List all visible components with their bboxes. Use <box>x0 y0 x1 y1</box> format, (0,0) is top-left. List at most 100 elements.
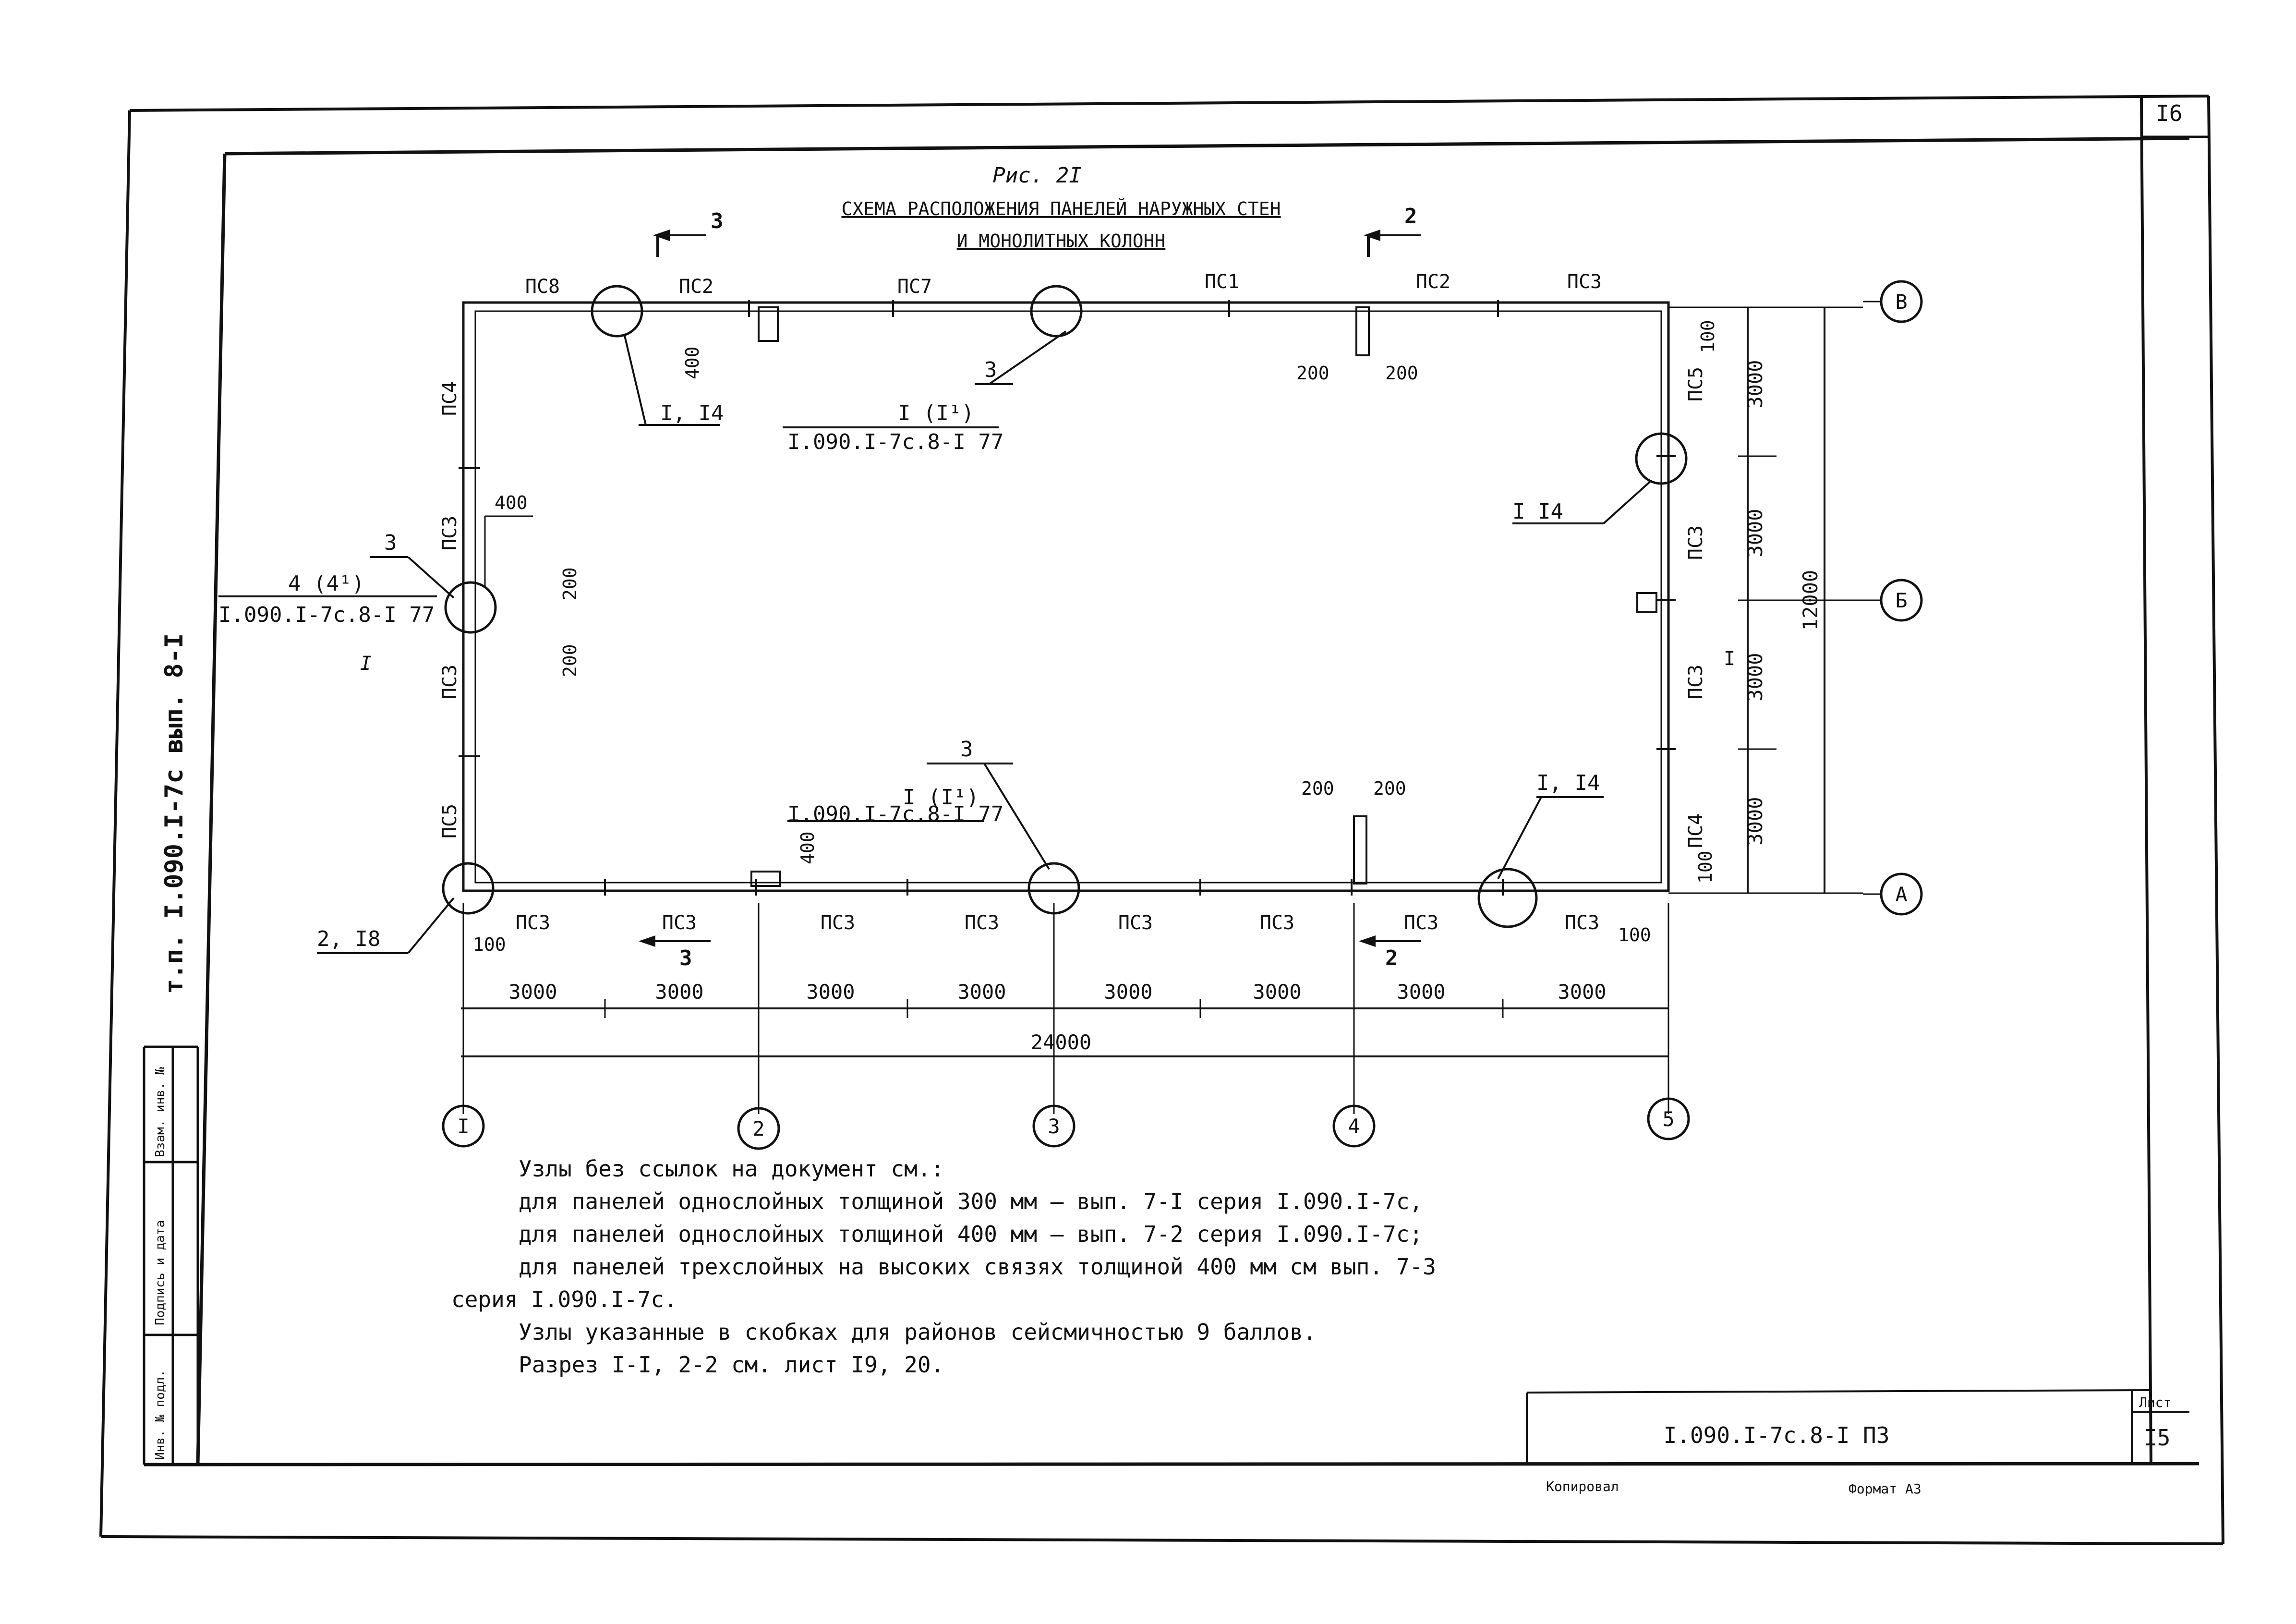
right-span-dim-4: 3000 <box>1743 797 1767 845</box>
note-line-5: серия I.090.I-7с. <box>451 1286 677 1312</box>
right-span-dim-3: 3000 <box>1743 653 1767 701</box>
callout-top-mid-label: I (I¹) <box>898 401 974 425</box>
dim-200-top-a: 200 <box>1296 363 1329 384</box>
bottom-panel-6: ПС3 <box>1260 912 1294 934</box>
side-series-code: т.п. I.090.I-7с вып. 8-I <box>160 633 189 994</box>
dim-400-left: 400 <box>495 492 528 513</box>
node-circles <box>442 285 1688 928</box>
title-block-sheet-label: Лист <box>2139 1394 2171 1410</box>
bottom-panel-8: ПС3 <box>1565 912 1599 934</box>
figure-number: Рис. 2I <box>992 163 1081 188</box>
top-panel-5: ПС2 <box>1416 271 1450 293</box>
section-bottom-right: 2 <box>1385 946 1398 970</box>
dim-100-right-bottom: 100 <box>1695 850 1716 884</box>
right-panel-3: ПС3 <box>1685 665 1707 699</box>
total-height-dim: 12000 <box>1799 570 1822 630</box>
right-panel-4: ПС4 <box>1685 813 1707 848</box>
callout-bottom-right: I, I4 <box>1536 771 1600 795</box>
note-line-4: для панелей трехслойных на высоких связя… <box>519 1254 1436 1280</box>
title-block-doc-code: I.090.I-7c.8-I ПЗ <box>1664 1422 1890 1448</box>
callout-bottom-mid-ref: I.090.I-7c.8-I 77 <box>787 802 1003 826</box>
copied-by-label: Копировал <box>1546 1479 1619 1494</box>
dimension-chains <box>461 306 1863 1114</box>
sheet-frame <box>99 95 2224 1545</box>
top-panel-6: ПС3 <box>1567 271 1602 293</box>
span-dim-2: 3000 <box>655 980 703 1004</box>
axis-row-v: В <box>1895 290 1907 314</box>
bottom-panel-5: ПС3 <box>1118 912 1153 934</box>
callout-left-label: 4 (4¹) <box>288 571 364 596</box>
callout-top-mid-num: 3 <box>984 358 997 382</box>
right-panel-2: ПС3 <box>1685 525 1707 560</box>
dim-200-bottom-a: 200 <box>1301 778 1334 799</box>
section-left-mark: I <box>360 653 372 675</box>
left-panel-3: ПС3 <box>439 665 461 699</box>
axis-row-b: Б <box>1895 589 1907 612</box>
drawing-title-line1: СХЕМА РАСПОЛОЖЕНИЯ ПАНЕЛЕЙ НАРУЖНЫХ СТЕН <box>841 198 1281 219</box>
dim-100-right-top: 100 <box>1697 320 1718 353</box>
dim-200-left-b: 200 <box>559 644 580 677</box>
axis-col-1: I <box>457 1115 469 1138</box>
axis-col-5: 5 <box>1662 1107 1674 1131</box>
section-top-left: 3 <box>711 209 724 233</box>
note-line-2: для панелей однослойных толщиной 300 мм … <box>519 1188 1423 1214</box>
right-panel-1: ПС5 <box>1685 367 1707 401</box>
callout-bottom-mid-num: 3 <box>960 737 973 762</box>
axis-col-3: 3 <box>1048 1115 1060 1138</box>
drawing-notes: Узлы без ссылок на документ см.: для пан… <box>442 1152 1594 1381</box>
bottom-panel-7: ПС3 <box>1404 912 1438 934</box>
bottom-panel-1: ПС3 <box>516 912 550 934</box>
bottom-panel-3: ПС3 <box>821 912 855 934</box>
axis-row-a: А <box>1895 883 1907 906</box>
axis-markers <box>442 280 1923 1150</box>
span-dim-1: 3000 <box>508 980 557 1004</box>
dim-200-left-a: 200 <box>559 567 580 600</box>
bottom-panel-2: ПС3 <box>662 912 697 934</box>
top-panel-3: ПС7 <box>897 276 932 298</box>
right-span-dim-1: 3000 <box>1743 360 1767 408</box>
callout-left-ref: I.090.I-7c.8-I 77 <box>218 603 435 627</box>
dim-400-bottom: 400 <box>797 831 818 864</box>
dim-200-bottom-b: 200 <box>1373 778 1406 799</box>
page-corner-number: I6 <box>2156 100 2182 126</box>
callout-leaders <box>218 330 1653 954</box>
top-panel-1: ПС8 <box>525 276 560 298</box>
span-dim-7: 3000 <box>1397 980 1445 1004</box>
section-markers <box>639 230 1421 947</box>
span-dim-4: 3000 <box>957 980 1006 1004</box>
axis-col-2: 2 <box>752 1117 764 1140</box>
dim-400-top: 400 <box>682 346 703 379</box>
span-dim-3: 3000 <box>806 980 855 1004</box>
bottom-panel-4: ПС3 <box>965 912 999 934</box>
note-line-6: Узлы указанные в скобках для районов сей… <box>519 1319 1317 1345</box>
callout-bottom-mid-label: I (I¹) <box>903 785 979 810</box>
side-cell-2: Подпись и дата <box>153 1220 168 1325</box>
section-top-right: 2 <box>1404 204 1417 229</box>
side-cell-1: Взам. инв. № <box>153 1067 168 1157</box>
callout-bottom-left: 2, I8 <box>317 927 380 951</box>
section-right-mark: I <box>1724 648 1735 670</box>
span-dim-5: 3000 <box>1104 980 1152 1004</box>
drawing-title-line2: И МОНОЛИТНЫХ КОЛОНН <box>957 230 1166 252</box>
callout-left-num: 3 <box>384 531 397 555</box>
building-walls <box>459 300 1676 896</box>
side-cell-3: Инв. № подл. <box>153 1369 168 1460</box>
dim-100-bottom-right: 100 <box>1618 924 1651 945</box>
note-line-3: для панелей однослойных толщиной 400 мм … <box>519 1221 1423 1247</box>
left-panel-2: ПС3 <box>439 516 461 550</box>
title-block-sheet-number: I5 <box>2144 1425 2170 1451</box>
title-block <box>1526 1389 2189 1465</box>
axis-col-4: 4 <box>1348 1115 1360 1138</box>
top-panel-4: ПС1 <box>1205 271 1239 293</box>
callout-right: I I4 <box>1512 499 1563 524</box>
note-line-1: Узлы без ссылок на документ см.: <box>519 1156 944 1182</box>
span-dim-8: 3000 <box>1558 980 1606 1004</box>
dim-200-top-b: 200 <box>1385 363 1418 384</box>
section-bottom-left: 3 <box>679 946 692 970</box>
span-dim-6: 3000 <box>1253 980 1301 1004</box>
left-panel-4: ПС5 <box>439 804 461 838</box>
format-label: Формат А3 <box>1849 1481 1921 1497</box>
dim-100-bottom-left: 100 <box>473 934 506 955</box>
callout-top-mid-ref: I.090.I-7c.8-I 77 <box>787 430 1003 454</box>
